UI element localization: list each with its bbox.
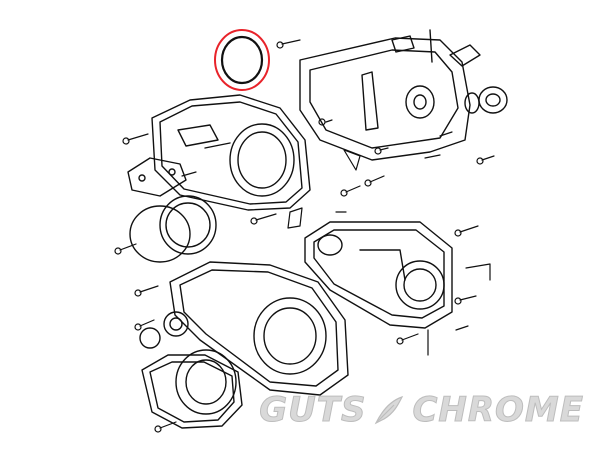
derby-cover[interactable] [141,349,243,429]
small-seal-rings[interactable] [139,311,189,349]
watermark-word-left: GUTS [259,390,367,431]
o-ring-part[interactable] [220,35,264,85]
feather-icon [375,395,404,425]
watermark-word-right: CHROME [412,390,584,431]
primary-chain-cover[interactable] [169,261,349,396]
watermark-logo: GUTS CHROME [259,390,584,431]
bolts-and-screws [114,39,495,433]
inner-cover-plate[interactable] [304,221,453,329]
inspection-plate[interactable] [127,157,187,197]
sprocket-gear[interactable] [464,86,508,114]
inner-primary-housing[interactable] [299,29,481,161]
clutch-cover-gaskets[interactable] [129,195,217,263]
o-ring-highlight[interactable] [214,29,270,91]
outer-primary-cover[interactable] [151,94,311,211]
